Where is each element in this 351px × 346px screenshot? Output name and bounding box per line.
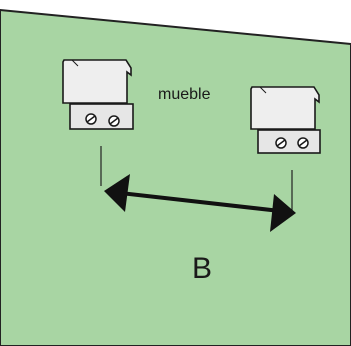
left-bracket-icon xyxy=(62,59,134,130)
screw-icon xyxy=(275,137,287,149)
left-bracket-plate xyxy=(69,103,134,130)
left-bracket-top xyxy=(62,59,132,104)
arrowhead-left xyxy=(104,174,130,212)
arrowhead-right xyxy=(270,194,296,232)
screw-icon xyxy=(297,137,309,149)
right-bracket-top xyxy=(250,86,320,130)
dimension-arrow xyxy=(104,174,296,232)
screw-icon xyxy=(85,113,97,125)
screw-icon xyxy=(108,115,120,127)
dimension-label: B xyxy=(192,252,213,285)
right-bracket-plate xyxy=(257,129,321,154)
wall-panel xyxy=(0,8,351,346)
right-bracket-icon xyxy=(250,86,321,154)
furniture-label: mueble xyxy=(158,86,211,103)
